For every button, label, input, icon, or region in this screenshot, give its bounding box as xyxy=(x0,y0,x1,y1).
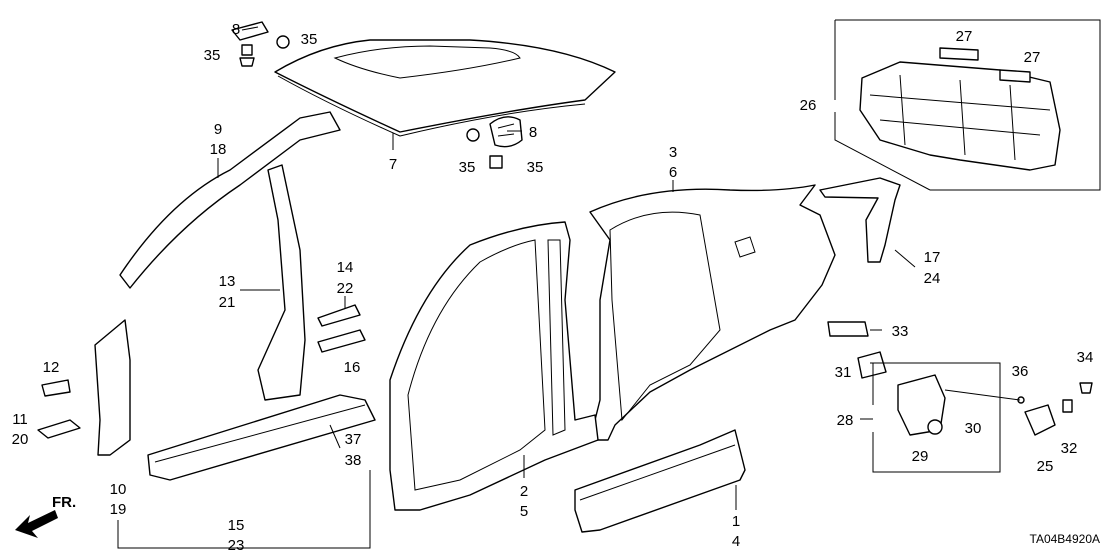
part-label[interactable]: 35 xyxy=(204,47,221,64)
part-labels: 8 35 35 7 8 35 35 9 18 3 6 26 27 27 17 2… xyxy=(12,21,1100,553)
roof-bracket-upper xyxy=(231,21,290,67)
side-outer-panel xyxy=(389,221,599,511)
front-pillar-lower xyxy=(94,319,131,456)
front-pillar-upper xyxy=(119,111,341,289)
part-label[interactable]: 30 xyxy=(965,420,982,437)
part-label[interactable]: 35 xyxy=(527,159,544,176)
rear-inner-bracket xyxy=(819,177,901,263)
part-label[interactable]: 1 xyxy=(732,513,740,530)
part-label[interactable]: 18 xyxy=(210,141,227,158)
side-sill-inner xyxy=(147,394,376,481)
part-label[interactable]: 35 xyxy=(459,159,476,176)
front-direction-indicator: FR. xyxy=(15,494,76,538)
roof-panel xyxy=(274,39,616,137)
part-label[interactable]: 25 xyxy=(1037,458,1054,475)
part-label[interactable]: 5 xyxy=(520,503,528,520)
part-label[interactable]: 32 xyxy=(1061,440,1078,457)
part-label[interactable]: 34 xyxy=(1077,349,1094,366)
part-label[interactable]: 26 xyxy=(800,97,817,114)
part-label[interactable]: 14 xyxy=(337,259,354,276)
center-pillar xyxy=(257,164,306,401)
part-label[interactable]: 19 xyxy=(110,501,127,518)
part-label[interactable]: 27 xyxy=(1024,49,1041,66)
part-label[interactable]: 31 xyxy=(835,364,852,381)
side-sill xyxy=(574,429,746,533)
small-brackets xyxy=(37,304,366,439)
part-label[interactable]: 20 xyxy=(12,431,29,448)
part-label[interactable]: 2 xyxy=(520,483,528,500)
part-label[interactable]: 17 xyxy=(924,249,941,266)
part-label[interactable]: 6 xyxy=(669,164,677,181)
rear-quarter-outer-panel xyxy=(589,184,836,441)
diagram-code: TA04B4920A xyxy=(1030,532,1101,546)
part-label[interactable]: 33 xyxy=(892,323,909,340)
part-label[interactable]: 24 xyxy=(924,270,941,287)
part-label[interactable]: 9 xyxy=(214,121,222,138)
part-label[interactable]: 12 xyxy=(43,359,60,376)
part-label[interactable]: 29 xyxy=(912,448,929,465)
front-label: FR. xyxy=(52,494,76,511)
part-label[interactable]: 38 xyxy=(345,452,362,469)
rear-panel xyxy=(859,47,1061,171)
part-label[interactable]: 11 xyxy=(12,411,28,428)
part-label[interactable]: 8 xyxy=(529,124,537,141)
part-label[interactable]: 36 xyxy=(1012,363,1029,380)
part-label[interactable]: 16 xyxy=(344,359,361,376)
part-label[interactable]: 4 xyxy=(732,533,740,550)
part-label[interactable]: 22 xyxy=(337,280,354,297)
leader-lines xyxy=(117,19,1101,549)
part-label[interactable]: 23 xyxy=(228,537,245,553)
part-label[interactable]: 28 xyxy=(837,412,854,429)
part-label[interactable]: 21 xyxy=(219,294,236,311)
part-label[interactable]: 37 xyxy=(345,431,362,448)
part-label[interactable]: 10 xyxy=(110,481,127,498)
part-label[interactable]: 15 xyxy=(228,517,245,534)
roof-bracket-lower xyxy=(466,116,523,169)
part-label[interactable]: 27 xyxy=(956,28,973,45)
part-label[interactable]: 8 xyxy=(232,21,240,38)
part-label[interactable]: 7 xyxy=(389,156,397,173)
fuel-lid-parts xyxy=(827,321,1093,436)
part-label[interactable]: 3 xyxy=(669,144,677,161)
part-label[interactable]: 13 xyxy=(219,273,236,290)
part-label[interactable]: 35 xyxy=(301,31,318,48)
